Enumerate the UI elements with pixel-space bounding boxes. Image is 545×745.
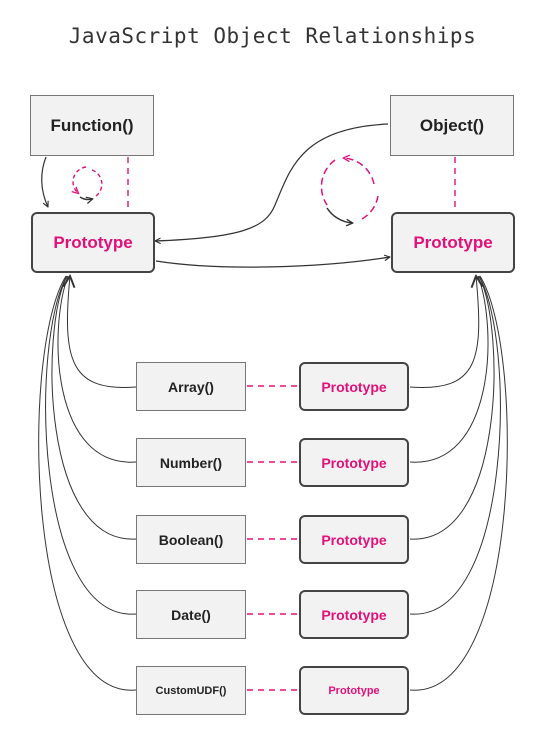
- customudf-constructor-label: CustomUDF(): [155, 684, 227, 697]
- boolean-constructor-label: Boolean(): [158, 531, 224, 548]
- diagram-title: JavaScript Object Relationships: [68, 24, 477, 48]
- array-prototype-label: Prototype: [321, 378, 387, 395]
- object-prototype-label: Prototype: [413, 232, 493, 252]
- number-prototype-box: Prototype: [299, 438, 409, 487]
- date-constructor-box: Date(): [136, 590, 246, 639]
- right-fan-arrows: [409, 276, 508, 691]
- object-constructor-box: Object(): [390, 95, 514, 156]
- date-constructor-label: Date(): [171, 606, 211, 623]
- large-cycle-icon: [320, 158, 379, 223]
- array-prototype-box: Prototype: [299, 362, 409, 411]
- object-to-function-prototype-arrow: [155, 123, 389, 241]
- function-to-prototype-arrow: [41, 156, 48, 207]
- object-prototype-box: Prototype: [391, 212, 515, 273]
- number-constructor-box: Number(): [136, 438, 246, 487]
- customudf-constructor-box: CustomUDF(): [136, 666, 246, 715]
- boolean-prototype-label: Prototype: [321, 531, 387, 548]
- function-constructor-box: Function(): [30, 95, 154, 156]
- boolean-prototype-box: Prototype: [299, 515, 409, 564]
- number-constructor-label: Number(): [159, 454, 223, 471]
- array-constructor-label: Array(): [168, 378, 214, 395]
- function-constructor-label: Function(): [50, 115, 134, 135]
- left-fan-arrows: [38, 276, 137, 691]
- object-constructor-label: Object(): [419, 115, 485, 135]
- array-constructor-box: Array(): [136, 362, 246, 411]
- function-prototype-to-object-prototype-arrow: [155, 257, 390, 268]
- customudf-prototype-box: Prototype: [299, 666, 409, 715]
- small-cycle-icon: [73, 166, 103, 199]
- number-prototype-label: Prototype: [321, 454, 387, 471]
- boolean-constructor-box: Boolean(): [136, 515, 246, 564]
- date-prototype-label: Prototype: [321, 606, 387, 623]
- function-prototype-box: Prototype: [31, 212, 155, 273]
- customudf-prototype-label: Prototype: [328, 684, 380, 697]
- date-prototype-box: Prototype: [299, 590, 409, 639]
- function-prototype-label: Prototype: [53, 232, 133, 252]
